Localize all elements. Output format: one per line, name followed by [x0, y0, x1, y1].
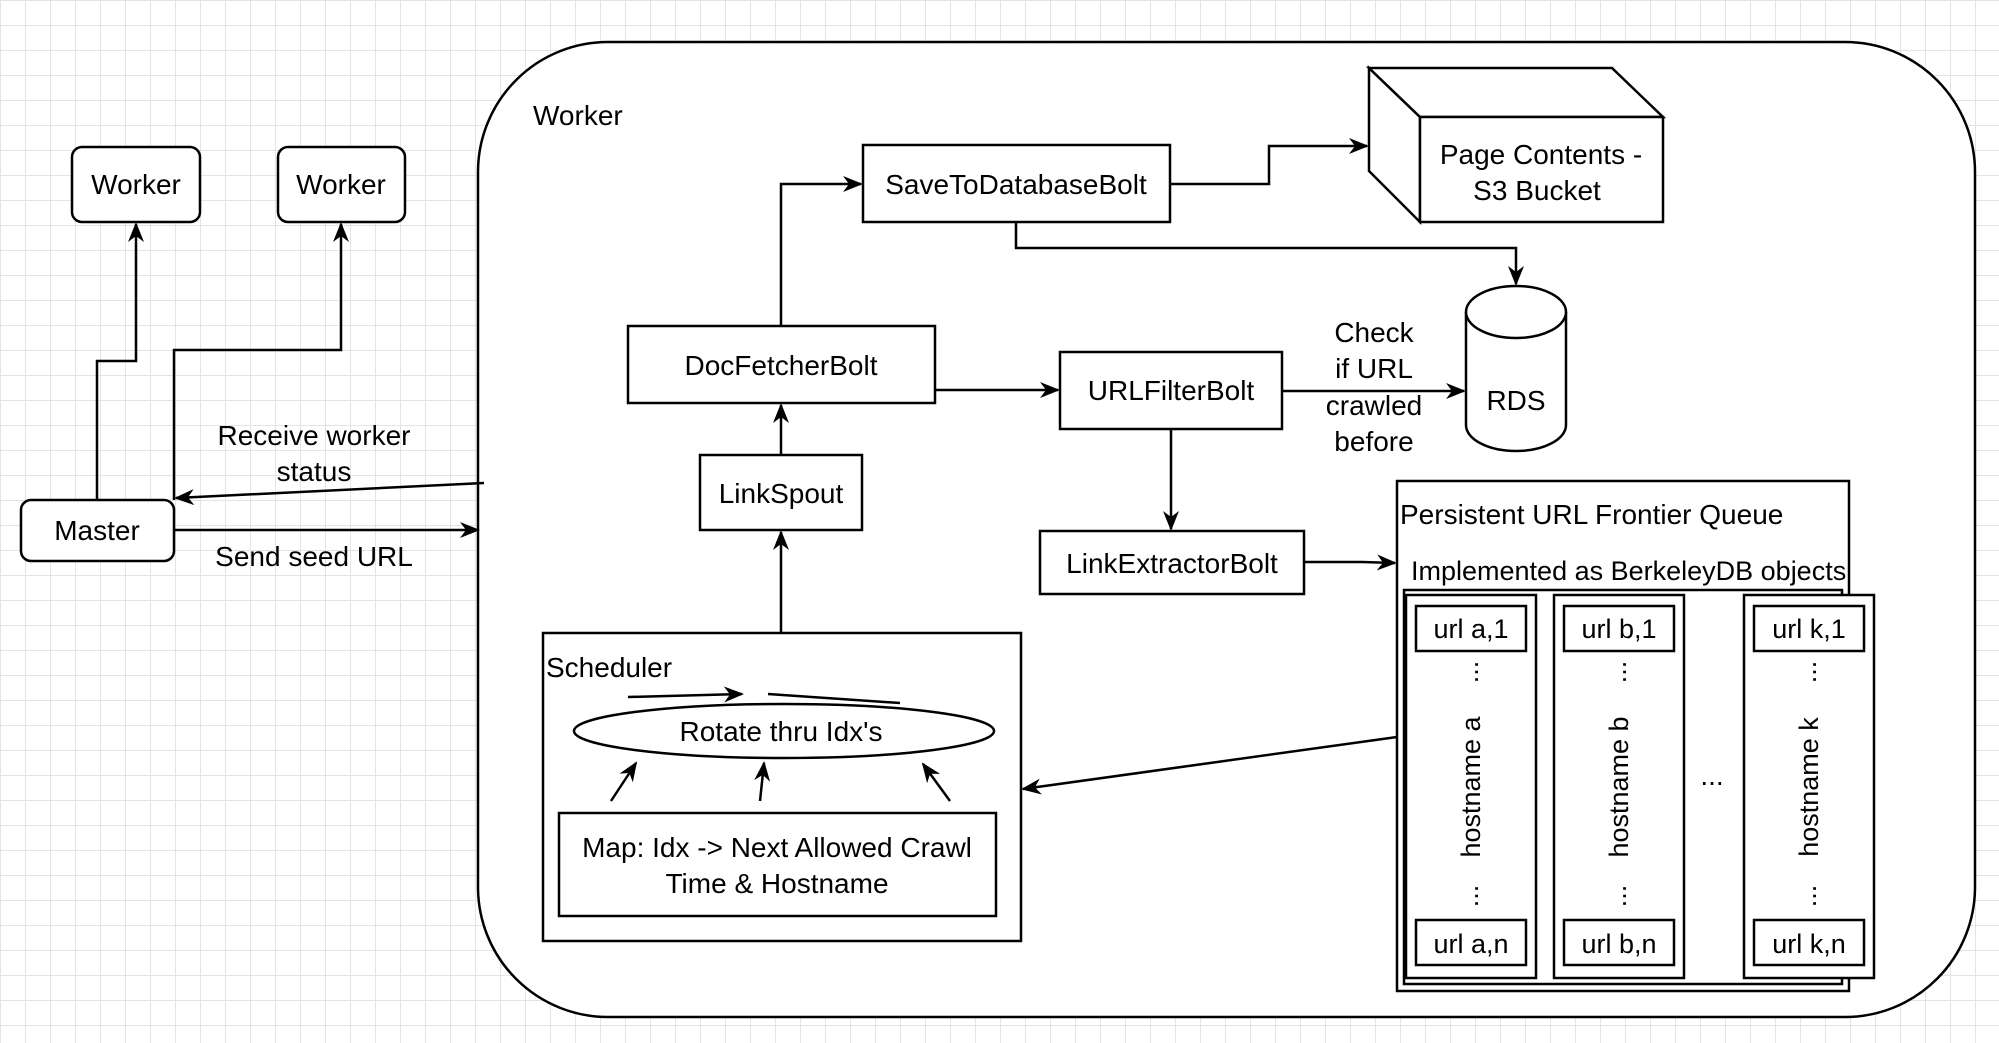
link-extractor-bolt-label: LinkExtractorBolt: [1066, 548, 1278, 579]
save-db-to-rds-edge: [1014, 222, 1524, 286]
master-node-label: Master: [54, 515, 140, 546]
queue-hostname-label: hostname a: [1456, 715, 1486, 857]
queue-last-url: url b,n: [1581, 929, 1656, 959]
queue-last-url-cell: [1414, 918, 1528, 967]
rotate-arc-right: [767, 692, 901, 705]
worker-node-right-label: Worker: [296, 169, 386, 200]
check-label-line1: Check: [1334, 317, 1414, 348]
doc-fetcher-bolt-label: DocFetcherBolt: [685, 350, 878, 381]
check-label-line2: if URL: [1335, 353, 1413, 384]
worker-node-right[interactable]: Worker: [276, 145, 407, 224]
queue-first-url-cell: [1562, 604, 1676, 653]
rds-label: RDS: [1486, 385, 1545, 416]
queue-last-url-cell: [1752, 918, 1866, 967]
page-contents-label-line1: Page Contents -: [1440, 139, 1642, 170]
queue-top-ellipsis: ...: [1792, 661, 1822, 684]
save-db-to-s3-edge: [1170, 138, 1369, 186]
save-to-database-bolt[interactable]: SaveToDatabaseBolt: [861, 143, 1172, 224]
master-to-worker-left-edge: [95, 222, 144, 500]
doc-fetcher-to-save-db-edge: [779, 176, 863, 326]
check-label-line3: crawled: [1326, 390, 1422, 421]
page-contents-s3-bucket[interactable]: Page Contents - S3 Bucket: [1365, 65, 1667, 226]
url-frontier-title: Persistent URL Frontier Queue: [1400, 499, 1783, 530]
hostname-queues: url a,1 url a,n... hostname a... url b,1 url…: [1404, 593, 1876, 980]
queue-top-ellipsis: ...: [1454, 661, 1484, 684]
queue-bottom-ellipsis: ...: [1602, 885, 1632, 908]
send-seed-url-label: Send seed URL: [215, 541, 413, 572]
map-to-rotate-arrow-1: [609, 761, 638, 802]
idx-map: [557, 811, 998, 918]
link-spout-label: LinkSpout: [719, 478, 844, 509]
link-extractor-bolt[interactable]: LinkExtractorBolt: [1038, 529, 1306, 596]
queue-hostname-label: hostname k: [1794, 717, 1824, 857]
rotate-ellipse: [572, 702, 996, 760]
url-filter-bolt-label: URLFilterBolt: [1088, 375, 1255, 406]
queue-first-url-cell: [1414, 604, 1528, 653]
rds-database[interactable]: RDS: [1464, 284, 1568, 453]
worker-status-edge: [174, 481, 485, 506]
map-to-rotate-arrow-2: [754, 761, 771, 802]
rotate-arrow-left: [627, 686, 744, 703]
url-filter-bolt[interactable]: URLFilterBolt: [1058, 350, 1284, 431]
map-to-rotate-arrow-3: [921, 762, 952, 802]
master-to-worker-right-edge: [172, 222, 349, 500]
queue-first-url: url a,1: [1433, 614, 1508, 644]
queue-hostname-label: hostname b: [1604, 716, 1634, 857]
frontier-between-ellipsis: ...: [1700, 760, 1723, 791]
frontier-to-scheduler-edge: [1021, 735, 1398, 795]
worker-container-label: Worker: [533, 100, 623, 131]
hostname-queue-column: [1552, 593, 1686, 980]
queue-first-url: url b,1: [1581, 614, 1656, 644]
queue-bottom-ellipsis: ...: [1454, 885, 1484, 908]
queue-first-url-cell: [1752, 604, 1866, 653]
hostname-queue-column: [1404, 593, 1538, 980]
worker-node-left-label: Worker: [91, 169, 181, 200]
worker-node-left[interactable]: Worker: [70, 145, 202, 224]
save-to-database-bolt-label: SaveToDatabaseBolt: [885, 169, 1147, 200]
queue-last-url-cell: [1562, 918, 1676, 967]
link-spout[interactable]: LinkSpout: [698, 453, 864, 532]
receive-status-label-line2: status: [277, 456, 352, 487]
queue-first-url: url k,1: [1772, 614, 1846, 644]
receive-status-label-line1: Receive worker: [218, 420, 411, 451]
queue-last-url: url a,n: [1433, 929, 1508, 959]
queue-last-url: url k,n: [1772, 929, 1846, 959]
master-node[interactable]: Master: [19, 498, 176, 563]
rotate-label: Rotate thru Idx's: [680, 716, 883, 747]
link-extractor-to-frontier-edge: [1304, 554, 1397, 571]
queue-bottom-ellipsis: ...: [1792, 885, 1822, 908]
scheduler[interactable]: Scheduler Rotate thru Idx's Map: Idx -> …: [541, 631, 1023, 943]
check-label-line4: before: [1334, 426, 1413, 457]
scheduler-label: Scheduler: [546, 652, 672, 683]
idx-map-label-line2: Time & Hostname: [665, 868, 888, 899]
queue-top-ellipsis: ...: [1602, 661, 1632, 684]
url-frontier-subtitle: Implemented as BerkeleyDB objects: [1411, 556, 1846, 586]
page-contents-label-line2: S3 Bucket: [1473, 175, 1601, 206]
doc-fetcher-bolt[interactable]: DocFetcherBolt: [626, 324, 937, 405]
idx-map-label-line1: Map: Idx -> Next Allowed Crawl: [582, 832, 972, 863]
hostname-queue-column: [1742, 593, 1876, 980]
